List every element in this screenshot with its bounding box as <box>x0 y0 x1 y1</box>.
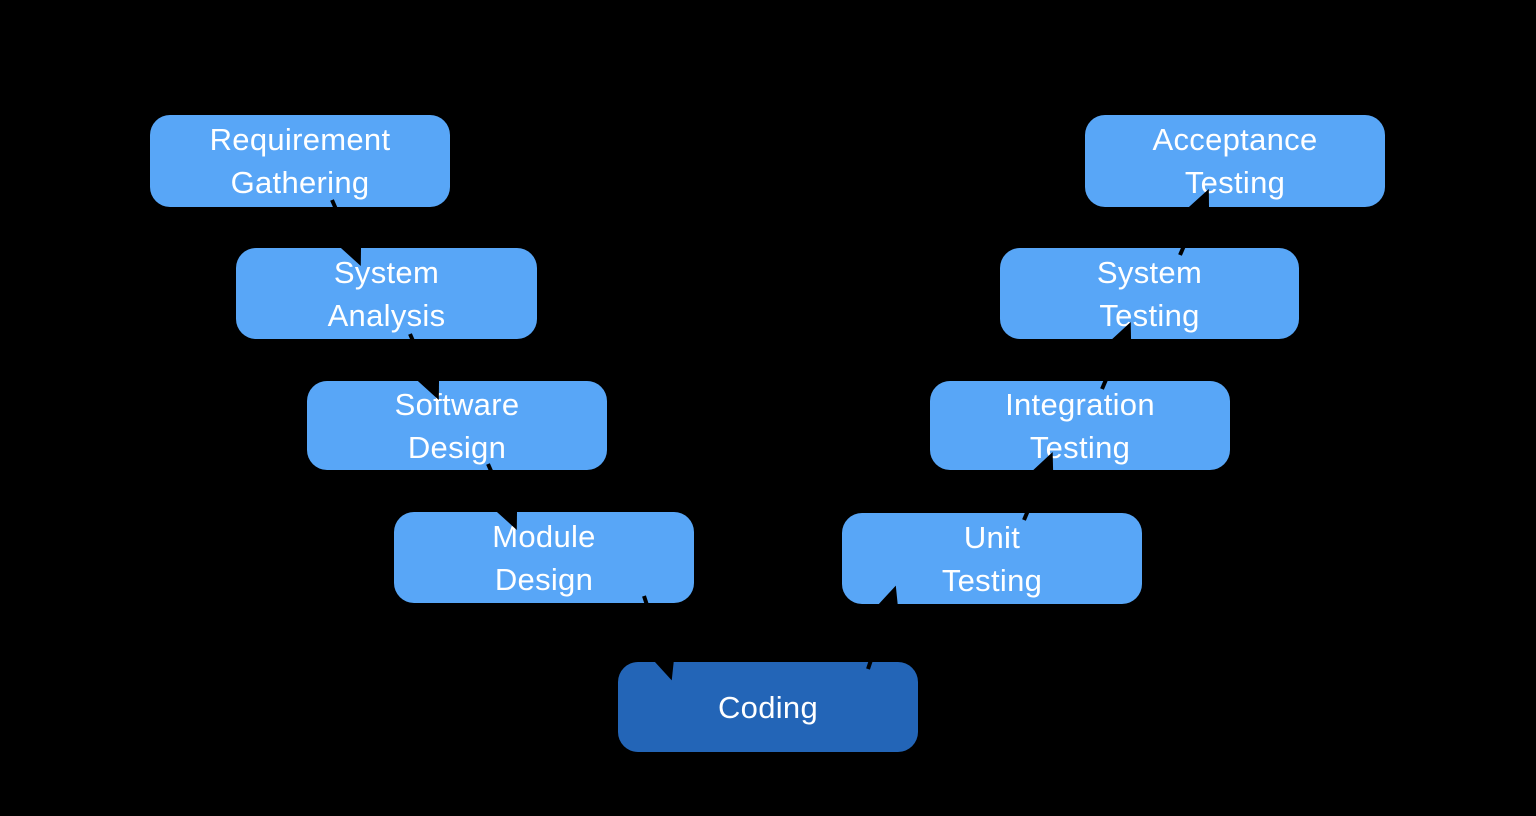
stage-box-integration-testing: Integration Testing <box>930 381 1230 470</box>
stage-label-acceptance-testing: Acceptance Testing <box>1152 122 1318 200</box>
stage-label-software-design: Software Design <box>394 386 520 465</box>
stage-label-unit-testing: Unit Testing <box>941 519 1043 598</box>
stage-box-module-design: Module Design <box>394 512 694 603</box>
stage-label-system-analysis: System Analysis <box>327 254 446 333</box>
arrow-system-to-acceptance-testing <box>1176 189 1210 256</box>
stage-box-requirement-gathering: Requirement Gathering <box>150 115 450 207</box>
stage-label-requirement-gathering: Requirement Gathering <box>209 122 391 200</box>
arrow-coding-to-unit-testing <box>866 585 901 670</box>
stage-box-coding: Coding <box>618 662 918 752</box>
arrow-requirement-to-analysis <box>328 199 362 266</box>
arrow-module-design-to-coding <box>642 595 677 681</box>
stage-label-system-testing: System Testing <box>1096 254 1203 333</box>
stage-label-integration-testing: Integration Testing <box>1005 386 1155 465</box>
stage-box-unit-testing: Unit Testing <box>842 513 1142 604</box>
stage-box-system-analysis: System Analysis <box>236 248 537 339</box>
arrow-software-to-module-design <box>484 463 518 530</box>
stage-label-module-design: Module Design <box>492 518 596 597</box>
stage-box-software-design: Software Design <box>307 381 607 470</box>
stage-box-system-testing: System Testing <box>1000 248 1299 339</box>
stage-label-coding: Coding <box>717 689 819 725</box>
stage-box-acceptance-testing: Acceptance Testing <box>1085 115 1385 207</box>
arrow-unit-to-integration-testing <box>1020 451 1054 521</box>
